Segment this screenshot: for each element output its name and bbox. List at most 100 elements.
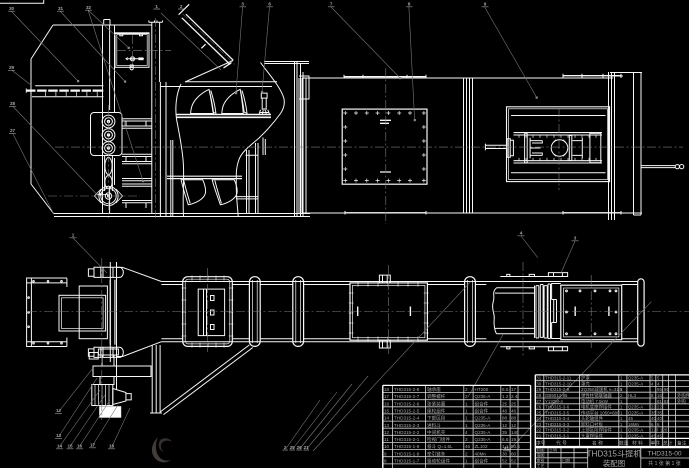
svg-text:45: 45: [657, 433, 662, 438]
svg-text:22: 22: [657, 405, 662, 410]
svg-text:THD315-3-5: THD315-3-5: [545, 410, 570, 415]
svg-text:81: 81: [657, 399, 662, 404]
svg-text:传动平台 1050×680: 传动平台 1050×680: [581, 409, 620, 416]
svg-text:制图: 制图: [537, 447, 545, 453]
svg-text:14: 14: [57, 444, 63, 449]
svg-text:46: 46: [502, 409, 508, 414]
svg-text:22: 22: [651, 405, 656, 410]
svg-text:1: 1: [620, 433, 623, 438]
svg-text:轴承座: 轴承座: [427, 386, 441, 393]
svg-text:3: 3: [241, 2, 244, 7]
svg-text:THD315-3-4: THD315-3-4: [545, 416, 570, 421]
svg-text:THD315-3-3: THD315-3-3: [545, 422, 570, 427]
svg-text:THD315-2-2: THD315-2-2: [394, 430, 420, 435]
svg-text:18: 18: [109, 444, 115, 449]
svg-text:40: 40: [657, 416, 662, 421]
svg-text:26: 26: [297, 445, 303, 450]
svg-text:41: 41: [504, 446, 510, 451]
svg-text:1: 1: [155, 4, 158, 9]
svg-text:95: 95: [657, 387, 662, 392]
svg-text:25: 25: [511, 401, 517, 406]
svg-text:26: 26: [536, 405, 541, 410]
svg-text:21: 21: [304, 445, 310, 450]
svg-text:ZL102: ZL102: [475, 444, 488, 449]
svg-text:外购: 外购: [677, 398, 686, 405]
svg-text:4: 4: [651, 382, 654, 387]
svg-text:THD315-2-3: THD315-2-3: [394, 423, 420, 428]
svg-text:25: 25: [502, 401, 508, 406]
svg-text:120: 120: [651, 428, 659, 433]
svg-text:5: 5: [657, 376, 660, 381]
svg-text:5: 5: [651, 376, 654, 381]
svg-text:Q235-A: Q235-A: [475, 416, 492, 421]
svg-text:Q235-A: Q235-A: [628, 376, 643, 381]
svg-text:罩壳: 罩壳: [581, 381, 590, 388]
svg-text:6: 6: [657, 422, 660, 427]
svg-text:Q235-A: Q235-A: [475, 394, 492, 399]
svg-text:11: 11: [384, 437, 389, 442]
svg-text:THD315-2-7: THD315-2-7: [394, 394, 420, 399]
svg-text:THD315-2-9: THD315-2-9: [545, 387, 570, 392]
svg-text:30: 30: [502, 451, 508, 456]
svg-text:THD315-00: THD315-00: [647, 451, 681, 458]
svg-text:THD315-2-4: THD315-2-4: [394, 416, 420, 421]
svg-text:2: 2: [465, 451, 468, 456]
svg-text:THD315-1-9: THD315-1-9: [394, 444, 420, 449]
svg-text:卸料口衬板: 卸料口衬板: [581, 421, 604, 428]
svg-text:1.1: 1.1: [502, 444, 509, 449]
svg-text:9: 9: [484, 2, 487, 7]
svg-text:描图: 描图: [537, 452, 545, 458]
svg-text:1: 1: [72, 233, 75, 238]
svg-text:1: 1: [620, 399, 623, 404]
svg-text:Q235-A: Q235-A: [628, 405, 643, 410]
svg-text:THD315-2-6: THD315-2-6: [394, 401, 420, 406]
svg-text:Q235-A: Q235-A: [475, 423, 492, 428]
svg-text:HT200: HT200: [475, 387, 489, 392]
svg-text:6.5: 6.5: [502, 437, 509, 442]
svg-text:HL3: HL3: [628, 393, 637, 398]
svg-text:Q235-A: Q235-A: [628, 410, 643, 415]
svg-text:13: 13: [56, 433, 62, 438]
svg-text:数量: 数量: [619, 439, 629, 446]
svg-text:15: 15: [67, 444, 73, 449]
svg-text:95: 95: [664, 387, 669, 392]
svg-text:19.5: 19.5: [511, 437, 520, 442]
svg-text:21: 21: [536, 433, 541, 438]
svg-text:60: 60: [511, 451, 517, 456]
svg-text:45: 45: [628, 416, 633, 421]
svg-text:8.5: 8.5: [502, 387, 509, 392]
svg-text:1: 1: [620, 410, 623, 415]
svg-text:2: 2: [465, 394, 468, 399]
svg-text:检视门组件: 检视门组件: [427, 436, 450, 443]
svg-text:50.6: 50.6: [511, 444, 520, 449]
svg-text:护罩: 护罩: [581, 375, 590, 382]
svg-text:工艺: 工艺: [537, 463, 545, 468]
svg-text:头轮轴组件: 头轮轴组件: [581, 415, 604, 422]
svg-text:牵引链条: 牵引链条: [427, 450, 446, 457]
svg-text:40Mn: 40Mn: [475, 451, 487, 456]
svg-text:28: 28: [10, 101, 16, 106]
svg-text:45: 45: [651, 433, 656, 438]
svg-text:4: 4: [657, 382, 660, 387]
svg-text:THD315-2-5: THD315-2-5: [394, 409, 420, 414]
svg-text:52: 52: [511, 459, 517, 464]
svg-text:组合件: 组合件: [475, 408, 489, 415]
svg-text:3: 3: [465, 437, 468, 442]
svg-text:1: 1: [620, 405, 623, 410]
svg-text:THD315-2-1: THD315-2-1: [394, 437, 420, 442]
svg-text:1: 1: [465, 459, 468, 464]
svg-text:1: 1: [465, 423, 468, 428]
svg-text:王明: 王明: [549, 448, 557, 453]
svg-text:16: 16: [384, 401, 390, 406]
svg-text:THD315-3-2: THD315-3-2: [545, 428, 570, 433]
svg-text:4: 4: [520, 231, 523, 236]
svg-text:Q235-A: Q235-A: [628, 433, 643, 438]
svg-text:2: 2: [620, 393, 623, 398]
svg-text:46: 46: [511, 409, 517, 414]
svg-text:ZQ350减速机 n=31.5: ZQ350减速机 n=31.5: [581, 386, 623, 393]
svg-text:6: 6: [651, 422, 654, 427]
svg-text:THD315-3-1: THD315-3-1: [545, 433, 570, 438]
svg-text:备注: 备注: [677, 439, 687, 446]
svg-text:组合件: 组合件: [475, 458, 489, 465]
svg-text:1: 1: [620, 428, 623, 433]
